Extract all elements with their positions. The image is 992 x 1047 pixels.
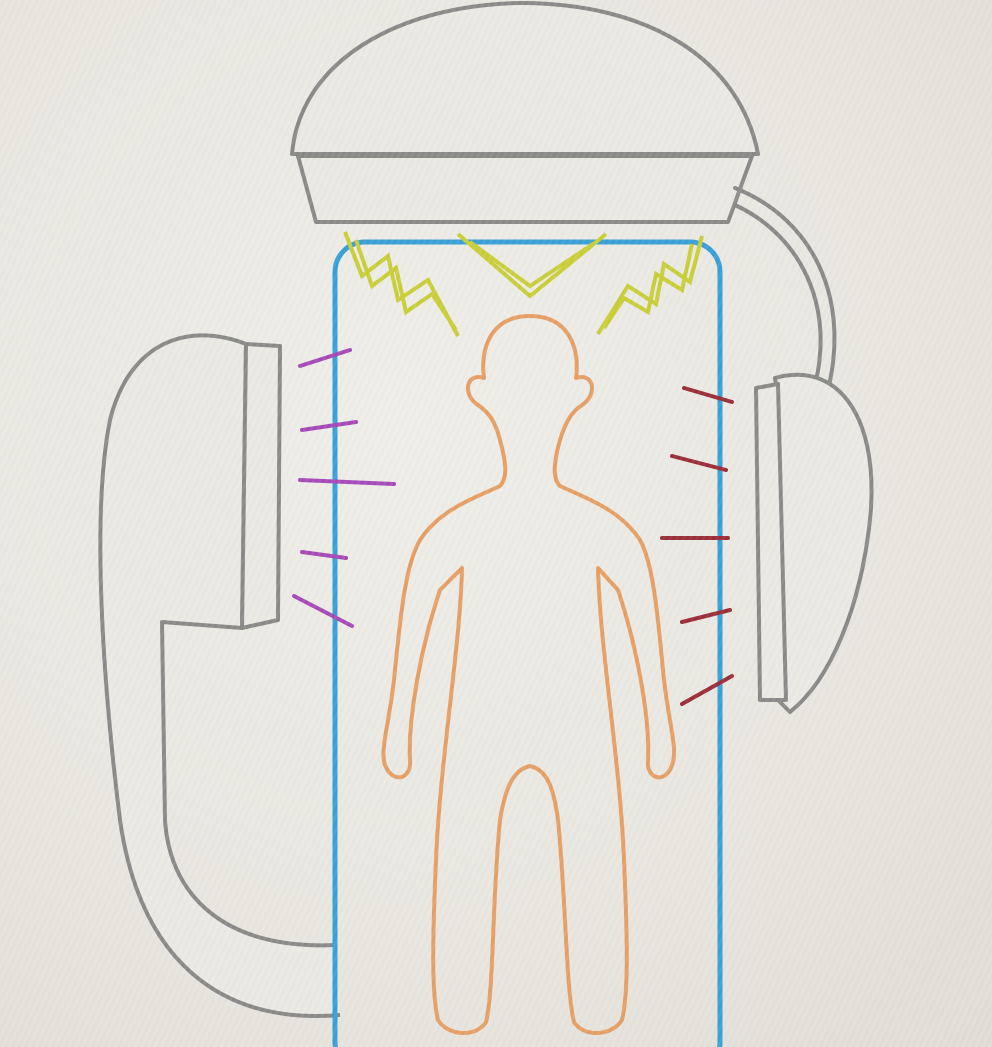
left-ray (302, 552, 346, 558)
human-figure-icon (383, 316, 674, 1033)
bolt-right (598, 236, 702, 334)
left-ray (300, 350, 350, 366)
dome-lamp-icon (292, 3, 758, 222)
lightning-bolt-icon (345, 232, 702, 336)
left-ray (294, 596, 352, 626)
telephone-handset-icon (100, 335, 340, 1016)
headphone-band (775, 375, 872, 712)
handset-body (100, 335, 340, 1016)
left-ray (302, 422, 356, 430)
left-ray (300, 480, 394, 484)
dome-cord (735, 188, 834, 390)
bolt-left (345, 232, 458, 336)
dome-top (292, 3, 758, 154)
right-ray (682, 610, 730, 622)
headphone-speaker-icon (756, 375, 872, 712)
dome-base (298, 156, 752, 222)
handset-earpiece (242, 344, 280, 628)
left-sound-rays (294, 350, 394, 626)
right-ray (682, 676, 732, 704)
right-ray (684, 388, 732, 402)
